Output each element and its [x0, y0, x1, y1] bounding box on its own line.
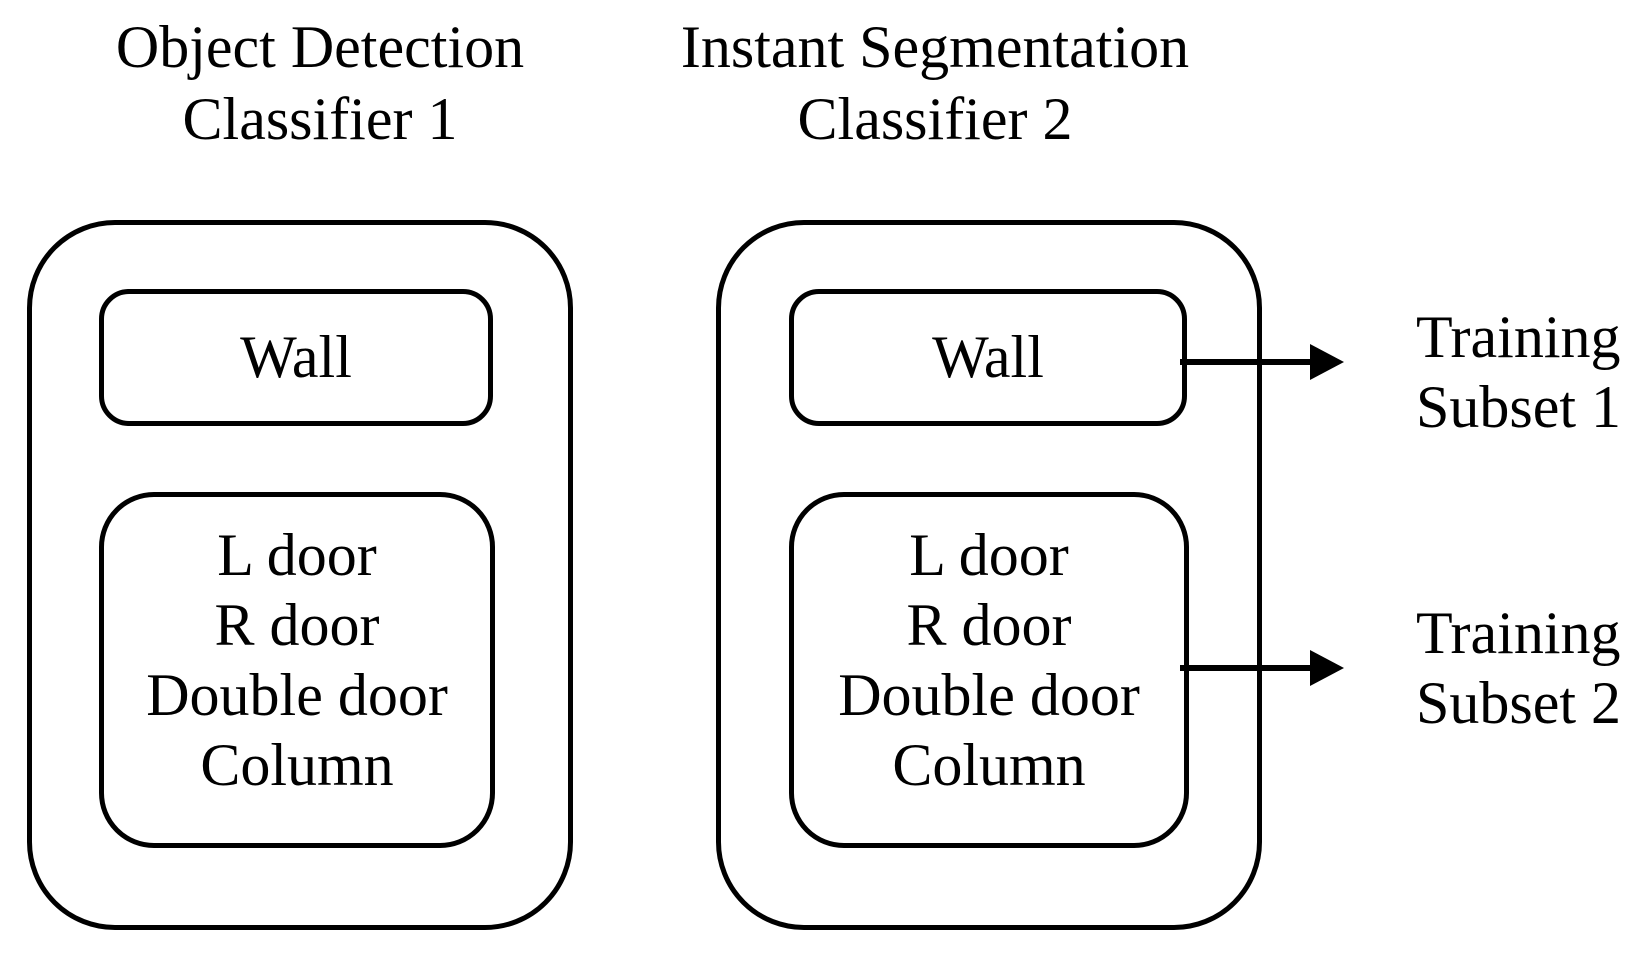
classifier1-wall-box: Wall: [99, 289, 493, 426]
arrowhead-icon: [1310, 344, 1344, 380]
classifier1-item-r-door: R door: [214, 592, 380, 658]
classifier1-item-l-door: L door: [217, 522, 377, 588]
classifier1-title-line2: Classifier 1: [182, 86, 458, 152]
classifier2-item-double-door: Double door: [838, 662, 1140, 728]
training-subset-1-label: Training Subset 1: [1416, 302, 1621, 442]
classifier2-wall-label: Wall: [932, 324, 1044, 390]
classifier2-title: Instant Segmentation Classifier 2: [675, 11, 1195, 155]
training-subset-2-line2: Subset 2: [1416, 670, 1622, 736]
classifier2-item-l-door: L door: [909, 522, 1069, 588]
arrowhead-icon: [1310, 650, 1344, 686]
classifier2-title-line2: Classifier 2: [797, 86, 1073, 152]
classifier2-items-box: L door R door Double door Column: [789, 492, 1189, 848]
classifier1-items-box: L door R door Double door Column: [99, 492, 495, 848]
arrow-shaft: [1180, 359, 1312, 365]
arrow-wall-to-subset1: [1180, 344, 1344, 380]
classifier2-item-column: Column: [892, 732, 1086, 798]
classifier1-title: Object Detection Classifier 1: [60, 11, 580, 155]
classifier1-item-column: Column: [200, 732, 394, 798]
training-subset-1-line1: Training: [1416, 304, 1621, 370]
arrow-shaft: [1180, 665, 1312, 671]
classifier2-wall-box: Wall: [789, 289, 1187, 426]
arrow-items-to-subset2: [1180, 650, 1344, 686]
training-subset-2-line1: Training: [1416, 600, 1621, 666]
training-subset-1-line2: Subset 1: [1416, 374, 1622, 440]
classifier2-title-line1: Instant Segmentation: [680, 14, 1190, 80]
classifier2-item-r-door: R door: [906, 592, 1072, 658]
classifier1-title-line1: Object Detection: [115, 14, 525, 80]
training-subset-2-label: Training Subset 2: [1416, 598, 1621, 738]
classifier1-wall-label: Wall: [240, 324, 352, 390]
classifier1-item-double-door: Double door: [146, 662, 448, 728]
